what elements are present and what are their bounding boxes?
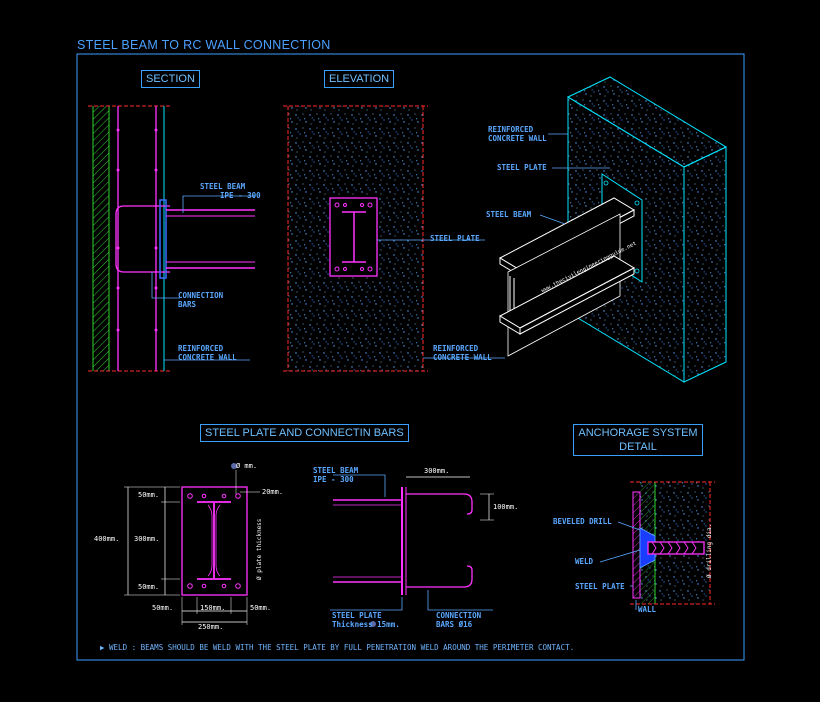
- bars-beam-size: IPE - 300: [313, 475, 354, 484]
- elevation-plate-label: STEEL PLATE: [430, 234, 480, 243]
- isometric-view: [498, 76, 728, 383]
- iso-wall-label: REINFORCED: [488, 125, 534, 134]
- drawing-frame: [76, 53, 745, 661]
- section-title: SECTION: [141, 70, 200, 88]
- section-wall-label: REINFORCED: [178, 344, 224, 353]
- anchor-side-text: Ø drilling dia.: [706, 523, 713, 578]
- plate-top-dim: 50mm.: [138, 491, 160, 499]
- plate-right-dim: 50mm.: [250, 604, 272, 612]
- plate-detail-view: [124, 463, 260, 625]
- weld-note: ▶ WELD : BEAMS SHOULD BE WELD WITH THE S…: [100, 643, 575, 652]
- anchor-drill-label: BEVELED DRILL: [553, 517, 612, 526]
- plate-bars-title: STEEL PLATE AND CONNECTIN BARS: [200, 424, 409, 442]
- section-wall-label-2: CONCRETE WALL: [178, 353, 237, 362]
- bars-hook-dim: 300mm.: [424, 467, 450, 475]
- section-wall-hatch: [93, 106, 109, 371]
- plate-side-text: Ø plate thickness: [256, 518, 263, 580]
- bars-connection-label-2: BARS Ø16: [436, 620, 473, 629]
- iso-plate-label: STEEL PLATE: [497, 163, 547, 172]
- anchor-plate-label: STEEL PLATE: [575, 582, 625, 591]
- iso-wall-label-2: CONCRETE WALL: [488, 134, 547, 143]
- anchorage-detail-view: [599, 481, 715, 610]
- plate-width-dim: 250mm.: [198, 623, 224, 631]
- section-beam-label: STEEL BEAM: [200, 182, 246, 191]
- bars-plate-label: STEEL PLATE: [332, 611, 382, 620]
- elevation-title: ELEVATION: [324, 70, 395, 88]
- elevation-wall-label: REINFORCED: [433, 344, 479, 353]
- plate-center-dim: 150mm.: [200, 604, 226, 612]
- plate-edge-dim: 20mm.: [262, 488, 284, 496]
- bars-connection-label: CONNECTION: [436, 611, 482, 620]
- section-bars-label-2: BARS: [178, 300, 197, 309]
- section-view: [88, 105, 255, 372]
- section-bars-label: CONNECTION: [178, 291, 224, 300]
- section-beam-size: IPE - 300: [220, 191, 261, 200]
- elevation-wall-label-2: CONCRETE WALL: [433, 353, 492, 362]
- plate-left-dim: 50mm.: [152, 604, 174, 612]
- plate-mid-dim: 300mm.: [134, 535, 160, 543]
- drawing-title: STEEL BEAM TO RC WALL CONNECTION: [77, 38, 331, 52]
- plate-bottom-dim: 50mm.: [138, 583, 160, 591]
- anchorage-title: ANCHORAGE SYSTEM DETAIL: [573, 424, 703, 456]
- bars-beam-label: STEEL BEAM: [313, 466, 359, 475]
- bars-hook-height-dim: 100mm.: [493, 503, 519, 511]
- bars-detail-view: [330, 474, 494, 627]
- iso-beam-label: STEEL BEAM: [486, 210, 532, 219]
- plate-overall-dim: 400mm.: [94, 535, 120, 543]
- elevation-view: [283, 105, 505, 372]
- bars-plate-thickness: Thickness 15mm.: [332, 620, 400, 629]
- anchor-weld-label: WELD: [575, 557, 594, 566]
- plate-hole-dim: Ø mm.: [236, 462, 258, 470]
- anchor-wall-label: WALL: [638, 605, 657, 614]
